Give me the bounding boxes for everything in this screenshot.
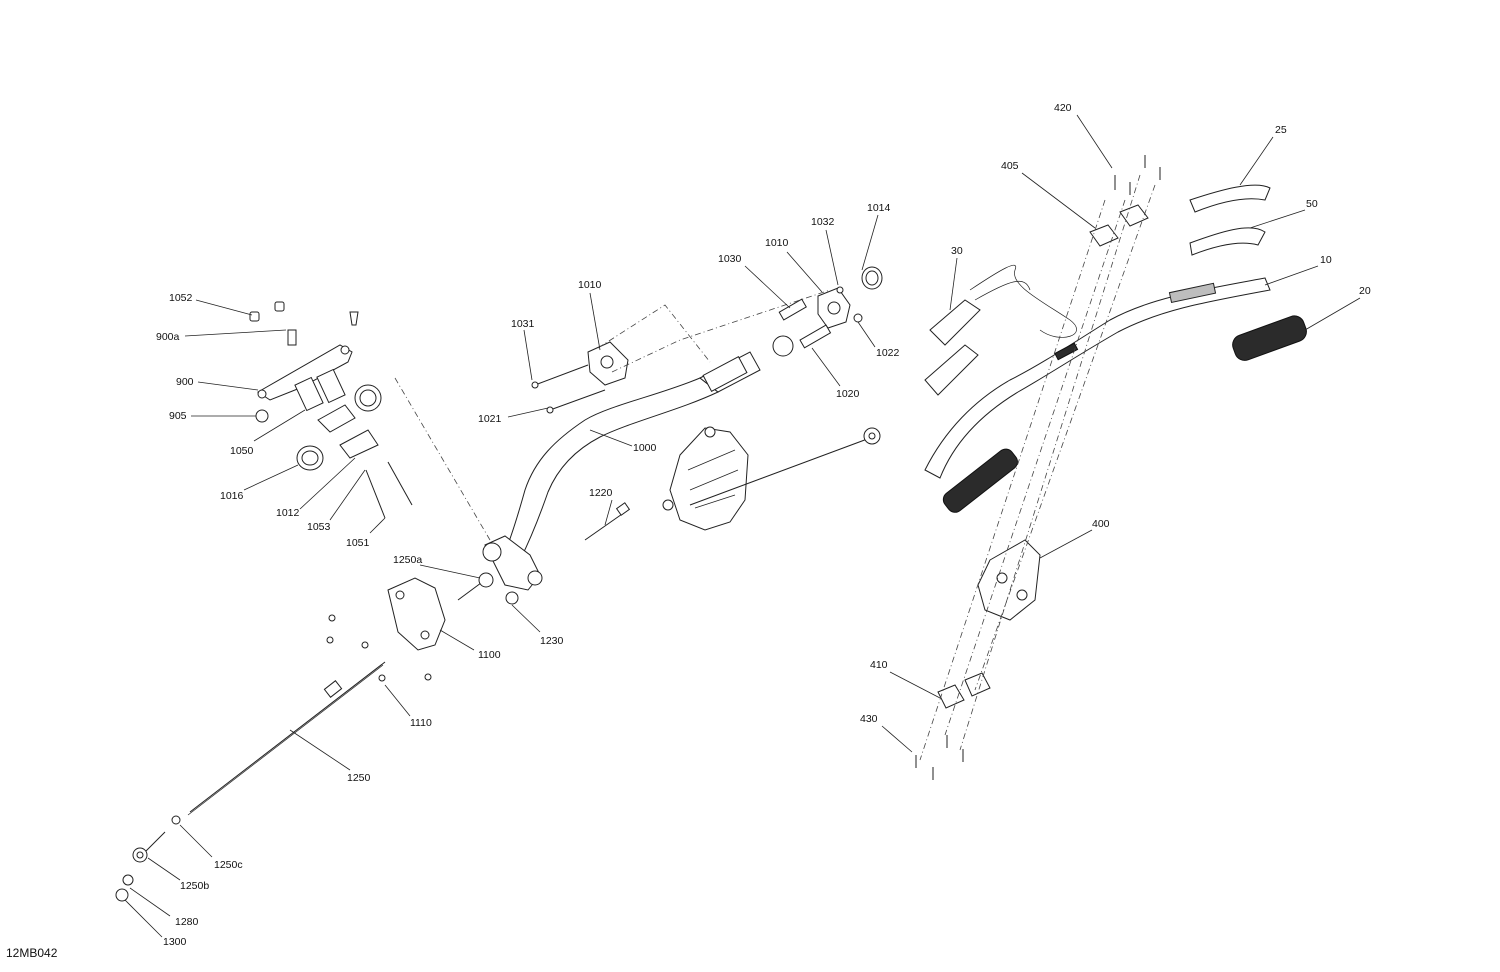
- callout-1031: 1031: [511, 318, 535, 330]
- callout-1100: 1100: [478, 649, 501, 661]
- callout-1051: 1051: [346, 537, 370, 549]
- callout-1250b: 1250b: [180, 880, 209, 892]
- callout-25: 25: [1275, 124, 1287, 136]
- assembly-path-clamp: [611, 289, 831, 373]
- callout-30: 30: [951, 245, 963, 257]
- diagram-code: 12MB042: [6, 946, 58, 960]
- callout-1014: 1014: [867, 202, 891, 214]
- callout-1016: 1016: [220, 490, 244, 502]
- callout-1000: 1000: [633, 442, 657, 454]
- callout-1053: 1053: [307, 521, 331, 533]
- callout-1280: 1280: [175, 916, 199, 928]
- callout-405: 405: [1001, 160, 1019, 172]
- clamps-405-410: [937, 204, 1149, 709]
- assembly-path-bolts-1: [919, 199, 1106, 761]
- callout-1021: 1021: [478, 413, 502, 425]
- callout-1250: 1250: [347, 772, 371, 784]
- heater-element-30: [969, 265, 1077, 338]
- callout-420: 420: [1054, 102, 1072, 114]
- callout-1012: 1012: [276, 507, 300, 519]
- callout-1300: 1300: [163, 936, 187, 948]
- grips-30-20: [924, 299, 1307, 513]
- clamp-1050-1012: [294, 368, 413, 519]
- callout-1250a: 1250a: [393, 554, 422, 566]
- bolts-420-430: [915, 155, 1161, 780]
- callout-20: 20: [1359, 285, 1371, 297]
- callout-1022: 1022: [876, 347, 900, 359]
- hand-guards-25-50: [1189, 184, 1271, 256]
- callout-50: 50: [1306, 198, 1318, 210]
- assembly-path-bolts-2: [944, 199, 1126, 736]
- callout-430: 430: [860, 713, 878, 725]
- tie-rod-1250: [115, 661, 386, 902]
- bolts-1031-1021: [531, 364, 606, 414]
- steering-column-1000: [482, 351, 761, 591]
- callout-10: 10: [1320, 254, 1332, 266]
- steering-cover-upper: [662, 426, 881, 531]
- assembly-path-bolts-4: [974, 184, 1156, 691]
- callout-labels: 420 25 405 50 10 30 20 1014 1032 1010 10…: [156, 102, 1371, 948]
- bracket-900: [249, 301, 359, 423]
- callout-1230: 1230: [540, 635, 564, 647]
- callout-400: 400: [1092, 518, 1110, 530]
- callout-1110: 1110: [410, 717, 432, 729]
- assembly-path-column: [597, 304, 711, 363]
- callout-1020: 1020: [836, 388, 860, 400]
- callout-1052: 1052: [169, 292, 193, 304]
- callout-905: 905: [169, 410, 187, 422]
- callout-900: 900: [176, 376, 194, 388]
- callout-900a: 900a: [156, 331, 180, 343]
- callout-1220: 1220: [589, 487, 613, 499]
- callout-1030: 1030: [718, 253, 742, 265]
- clamp-1010: [587, 341, 629, 386]
- bolt-1220: [584, 502, 631, 541]
- riser-400: [977, 539, 1041, 621]
- callout-1050: 1050: [230, 445, 254, 457]
- callout-1032: 1032: [811, 216, 835, 228]
- assembly-path-left: [394, 377, 491, 541]
- leader-lines: [124, 114, 1361, 938]
- assembly-path-bolts-3: [959, 174, 1141, 751]
- callout-1010-left: 1010: [578, 279, 602, 291]
- steering-cover-lower-1100: [326, 572, 519, 682]
- callout-1010-right: 1010: [765, 237, 789, 249]
- clamp-1010-right: [772, 266, 883, 357]
- callout-1250c: 1250c: [214, 859, 243, 871]
- callout-410: 410: [870, 659, 888, 671]
